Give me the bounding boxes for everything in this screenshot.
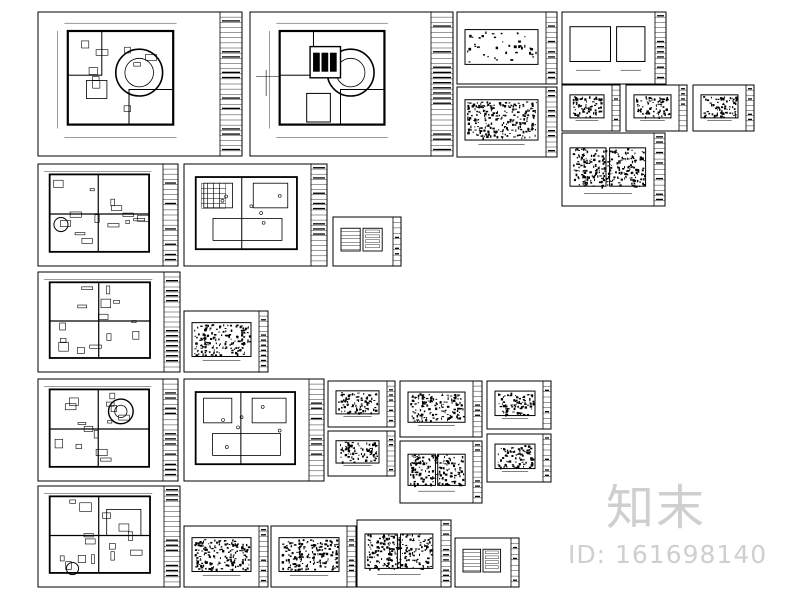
drawing-sheet — [486, 433, 552, 483]
drawing-sheet — [37, 271, 181, 373]
drawing-sheet — [486, 380, 552, 430]
drawing-sheet — [37, 378, 179, 482]
watermark-brand: 知末 — [606, 480, 707, 536]
drawing-sheet — [183, 163, 328, 267]
drawing-sheet — [399, 440, 483, 504]
drawing-sheet — [37, 485, 181, 588]
drawing-sheet — [37, 163, 179, 267]
watermark-id: ID: 161698140 — [568, 540, 768, 569]
drawing-sheet — [561, 132, 666, 207]
drawing-sheet — [327, 380, 396, 428]
drawing-sheet — [625, 84, 688, 132]
drawing-sheet — [270, 525, 357, 588]
drawing-sheet — [454, 537, 520, 588]
drawing-sheet — [692, 84, 755, 132]
drawing-sheet — [327, 430, 396, 477]
drawing-sheet — [456, 86, 558, 158]
drawing-sheet — [249, 11, 454, 157]
drawing-sheet — [332, 216, 402, 267]
drawing-sheet — [183, 378, 325, 482]
drawing-sheet — [456, 11, 558, 85]
drawing-sheet — [183, 310, 269, 373]
drawing-sheet — [399, 380, 483, 438]
drawing-sheet — [561, 11, 667, 85]
drawing-sheet — [561, 84, 621, 132]
drawing-sheet — [37, 11, 243, 157]
drawing-sheet — [356, 519, 452, 588]
drawing-sheet — [183, 525, 269, 588]
